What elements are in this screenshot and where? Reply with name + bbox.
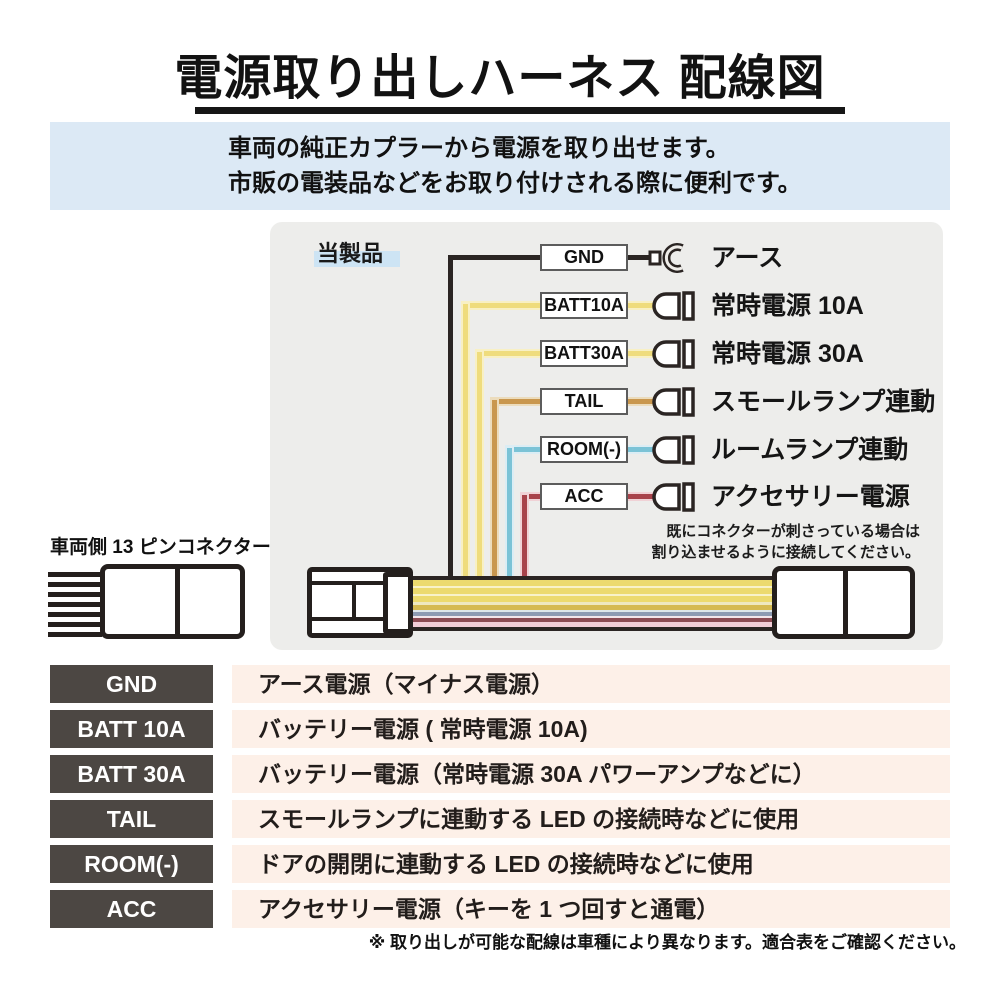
batt30a-tag-box: BATT30A (540, 340, 628, 367)
table-row-desc: アース電源（マイナス電源） (232, 665, 950, 703)
batt10a-wire-label: 常時電源 10A (711, 292, 864, 320)
connector-divider (175, 564, 180, 639)
product-label-highlight (314, 251, 400, 267)
vehicle-pin-wire (48, 572, 102, 577)
vehicle-pin-wire (48, 622, 102, 627)
room-tag-box: ROOM(-) (540, 436, 628, 463)
gnd-wire-vertical (448, 256, 453, 579)
page-title: 電源取り出しハーネス 配線図 (174, 52, 826, 105)
bullet-connector-icon (652, 435, 695, 465)
tail-wire-right (628, 399, 654, 404)
batt30a-wire-right (628, 351, 654, 356)
bullet-connector-icon (652, 339, 695, 369)
batt10a-wire-vertical (463, 304, 468, 588)
acc-wire-vertical (522, 495, 527, 620)
tail-wire-left (492, 399, 542, 404)
bullet-connector-icon (652, 387, 695, 417)
harness-connector-line (312, 617, 384, 621)
table-row-tag: GND (50, 665, 213, 703)
connector-divider (843, 566, 848, 639)
tail-tag-box: TAIL (540, 388, 628, 415)
harness-connector-plug (383, 572, 413, 634)
table-row-desc: ドアの開閉に連動する LED の接続時などに使用 (232, 845, 950, 883)
table-row-desc: バッテリー電源 ( 常時電源 10A) (232, 710, 950, 748)
gnd-wire-left (448, 255, 542, 260)
room-wire-left (507, 447, 542, 452)
table-row-tag: BATT 30A (50, 755, 213, 793)
room-wire-right (628, 447, 654, 452)
batt30a-wire-vertical (477, 352, 482, 597)
wire-bundle (411, 576, 772, 631)
acc-wire-right (628, 494, 654, 499)
gnd-wire-right (628, 255, 654, 260)
table-row-tag: BATT 10A (50, 710, 213, 748)
vehicle-pin-wire (48, 592, 102, 597)
vehicle-pin-wire (48, 632, 102, 637)
bullet-connector-icon (652, 291, 695, 321)
title-underline (195, 107, 845, 114)
tail-wire-vertical (492, 400, 497, 606)
insertion-note: 既にコネクターが刺さっている場合は 割り込ませるように接続してください。 (620, 521, 920, 563)
vehicle-13pin-connector (100, 564, 245, 639)
vehicle-pin-wire (48, 612, 102, 617)
room-wire-label: ルームランプ連動 (711, 436, 909, 464)
tail-wire-label: スモールランプ連動 (711, 388, 936, 416)
batt10a-tag-box: BATT10A (540, 292, 628, 319)
table-row-desc: アクセサリー電源（キーを 1 つ回すと通電） (232, 890, 950, 928)
bullet-connector-icon (652, 482, 695, 512)
gnd-wire-label: アース (711, 244, 784, 272)
batt10a-wire-right (628, 303, 654, 308)
table-row-desc: スモールランプに連動する LED の接続時などに使用 (232, 800, 950, 838)
batt10a-wire-left (463, 303, 542, 308)
table-row-tag: ACC (50, 890, 213, 928)
table-row-desc: バッテリー電源（常時電源 30A パワーアンプなどに） (232, 755, 950, 793)
intro-line-1: 車両の純正カプラーから電源を取り出せます。 (228, 135, 730, 162)
batt30a-wire-label: 常時電源 30A (711, 340, 864, 368)
ring-terminal-icon (648, 243, 684, 273)
acc-tag-box: ACC (540, 483, 628, 510)
table-row-tag: ROOM(-) (50, 845, 213, 883)
intro-line-2: 市販の電装品などをお取り付けされる際に便利です。 (228, 170, 802, 197)
gnd-tag-box: GND (540, 244, 628, 271)
batt30a-wire-left (477, 351, 542, 356)
insertion-note-line-2: 割り込ませるように接続してください。 (651, 544, 920, 561)
vehicle-connector-label: 車両側 13 ピンコネクター (50, 537, 271, 558)
harness-connector-divider (352, 581, 356, 621)
insertion-note-line-1: 既にコネクターが刺さっている場合は (666, 523, 920, 540)
room-wire-vertical (507, 448, 512, 613)
footer-note: ※ 取り出しが可能な配線は車種により異なります。適合表をご確認ください。 (368, 933, 966, 952)
acc-wire-label: アクセサリー電源 (711, 483, 910, 511)
table-row-tag: TAIL (50, 800, 213, 838)
acc-wire-left (522, 494, 542, 499)
passthrough-connector (772, 566, 915, 639)
product-label: 当製品 (317, 241, 384, 266)
intro-text: 車両の純正カプラーから電源を取り出せます。 市販の電装品などをお取り付けされる際… (228, 131, 802, 201)
intro-box (50, 122, 950, 210)
harness-connector-line (312, 581, 384, 585)
vehicle-pin-wire (48, 582, 102, 587)
vehicle-pin-wire (48, 602, 102, 607)
